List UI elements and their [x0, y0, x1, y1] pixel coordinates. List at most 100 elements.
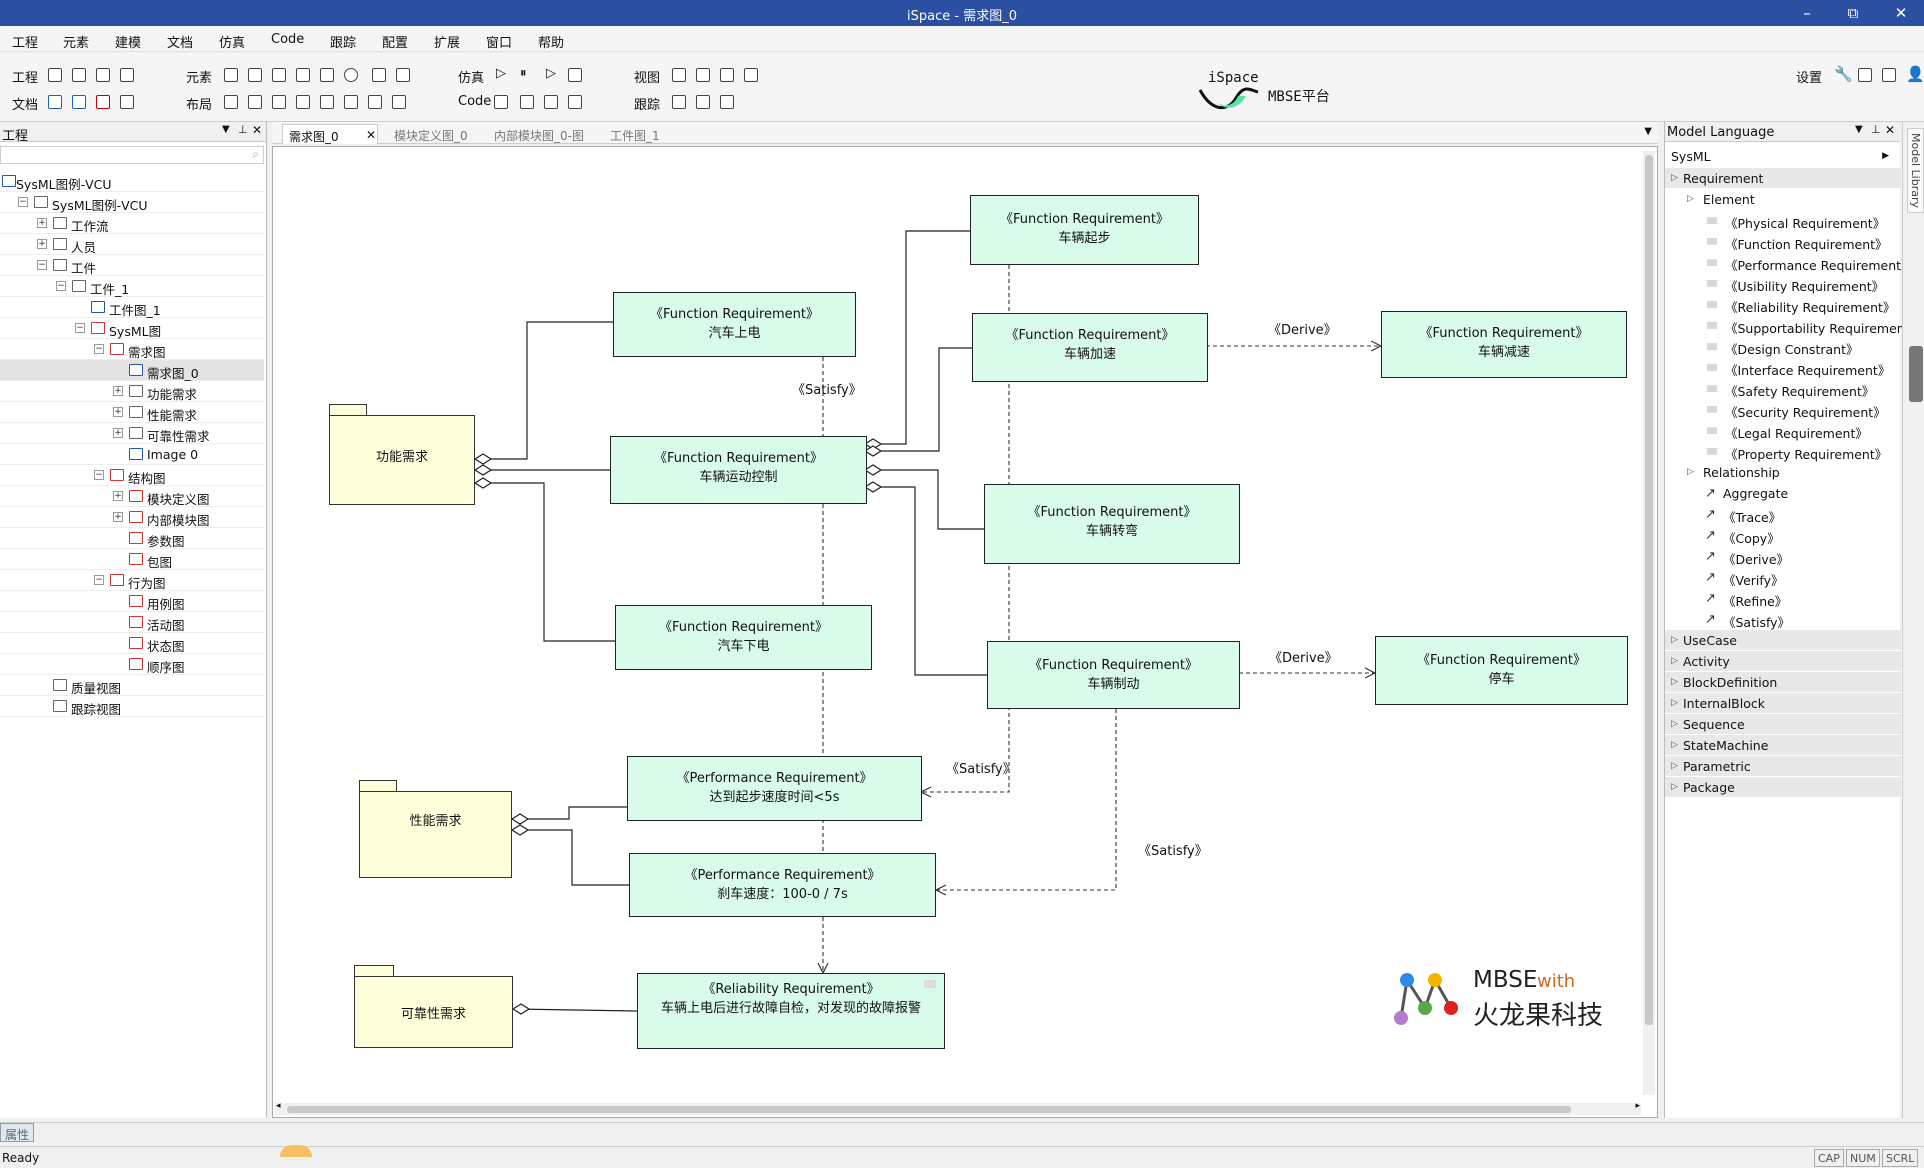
expand-triangle-icon[interactable]: ▷ — [1671, 761, 1678, 771]
section-item[interactable]: ▷InternalBlock — [1665, 693, 1901, 714]
pause-icon[interactable]: ⏸ — [520, 66, 527, 81]
palette-item[interactable]: 《Usibility Requirement》 — [1665, 273, 1901, 294]
tree-item[interactable]: 参数图 — [0, 528, 264, 549]
canvas-horizontal-scrollbar[interactable]: ◂ ▸ — [275, 1101, 1641, 1115]
expand-triangle-icon[interactable]: ▷ — [1671, 173, 1678, 183]
tree-item[interactable]: 跟踪视图 — [0, 696, 264, 717]
trace-matrix-icon[interactable] — [672, 95, 686, 109]
section-item[interactable]: ▷Sequence — [1665, 714, 1901, 735]
expand-triangle-icon[interactable]: ▷ — [1671, 782, 1678, 792]
tab-internal-block[interactable]: 内部模块图_0-图 — [494, 129, 584, 143]
settings-label[interactable]: 设置 — [1796, 71, 1823, 86]
req-tingche[interactable]: 《Function Requirement》 停车 — [1375, 636, 1628, 705]
tab-artifact-diagram[interactable]: 工件图_1 — [610, 129, 660, 143]
section-item[interactable]: ▷Package — [1665, 777, 1901, 798]
collapse-icon[interactable]: − — [37, 260, 47, 270]
menu-code[interactable]: Code — [271, 32, 305, 47]
menu-document[interactable]: 文档 — [167, 36, 194, 51]
layout-top-icon[interactable] — [296, 95, 310, 109]
palette-item[interactable]: 《Interface Requirement》 — [1665, 357, 1901, 378]
code-deploy-icon[interactable] — [568, 95, 582, 109]
tree-item[interactable]: −需求图 — [0, 339, 264, 360]
section-requirement[interactable]: ▷Requirement — [1665, 168, 1901, 189]
palette-item[interactable]: 《Function Requirement》 — [1665, 231, 1901, 252]
req-yundong[interactable]: 《Function Requirement》 车辆运动控制 — [610, 436, 867, 504]
word-doc-icon[interactable] — [48, 95, 62, 109]
layout-grid-icon[interactable] — [368, 95, 382, 109]
expand-icon[interactable] — [1882, 68, 1896, 82]
tree-item[interactable]: 状态图 — [0, 633, 264, 654]
group-relationship[interactable]: ▷Relationship — [1665, 462, 1901, 483]
palette-item[interactable]: 《Supportability Requirement》 — [1665, 315, 1922, 336]
layout-tree-icon[interactable] — [272, 95, 286, 109]
rp-pin-icon[interactable]: ⊥ — [1871, 123, 1881, 136]
req-qibu[interactable]: 《Function Requirement》 车辆起步 — [970, 195, 1199, 265]
tree-item[interactable]: 活动图 — [0, 612, 264, 633]
tree-item[interactable]: 包图 — [0, 549, 264, 570]
open-icon[interactable] — [72, 68, 86, 82]
view-hierarchy-icon[interactable] — [672, 68, 686, 82]
tree-item[interactable]: +可靠性需求 — [0, 423, 264, 444]
model-library-tab[interactable]: Model Library — [1907, 128, 1924, 213]
expand-icon[interactable]: + — [113, 512, 123, 522]
align-left-icon[interactable] — [224, 68, 238, 82]
expand-triangle-icon[interactable]: ▷ — [1687, 467, 1694, 477]
menu-config[interactable]: 配置 — [382, 36, 409, 51]
new-icon[interactable] — [48, 68, 62, 82]
req-qibusudu[interactable]: 《Performance Requirement》 达到起步速度时间<5s — [627, 756, 922, 821]
expand-icon[interactable]: + — [37, 239, 47, 249]
text-format-icon[interactable] — [320, 68, 334, 82]
property-tab[interactable]: 属性 — [0, 1123, 35, 1142]
view-doc-icon[interactable] — [720, 68, 734, 82]
tree-item[interactable]: 用例图 — [0, 591, 264, 612]
req-zhuanwan[interactable]: 《Function Requirement》 车辆转弯 — [984, 484, 1240, 564]
tab-close-icon[interactable]: ✕ — [366, 128, 377, 142]
package-func[interactable]: 功能需求 — [329, 415, 475, 505]
canvas-vertical-scrollbar[interactable] — [1643, 151, 1655, 1095]
user-icon[interactable]: 👤 — [1906, 65, 1924, 83]
section-item[interactable]: ▷Parametric — [1665, 756, 1901, 777]
align-center-icon[interactable] — [248, 68, 262, 82]
req-zhidong[interactable]: 《Function Requirement》 车辆制动 — [987, 641, 1240, 709]
req-guzhang[interactable]: 《Reliability Requirement》 车辆上电后进行故障自检，对发… — [637, 973, 945, 1049]
layout-distribute-icon[interactable] — [392, 95, 406, 109]
req-jiansu[interactable]: 《Function Requirement》 车辆减速 — [1381, 311, 1627, 378]
diagram-canvas[interactable]: 功能需求 性能需求 可靠性需求 《Function Requirement》 车… — [272, 146, 1658, 1118]
section-item[interactable]: ▷BlockDefinition — [1665, 672, 1901, 693]
layout-vertical-icon[interactable] — [248, 95, 262, 109]
package-perf[interactable]: 性能需求 — [359, 791, 512, 878]
menu-trace[interactable]: 跟踪 — [330, 36, 357, 51]
xml-doc-icon[interactable] — [120, 95, 134, 109]
expand-triangle-icon[interactable]: ▷ — [1671, 719, 1678, 729]
menu-element[interactable]: 元素 — [63, 36, 90, 51]
palette-relationship[interactable]: ↗《Trace》 — [1665, 504, 1901, 525]
palette-item[interactable]: 《Legal Requirement》 — [1665, 420, 1901, 441]
table-icon[interactable] — [296, 68, 310, 82]
code-gen-icon[interactable] — [494, 95, 508, 109]
lock-icon[interactable] — [396, 68, 410, 82]
expand-icon[interactable]: + — [113, 428, 123, 438]
expand-icon[interactable]: + — [113, 407, 123, 417]
tree-item[interactable]: −工件_1 — [0, 276, 264, 297]
monitor-icon[interactable] — [1858, 68, 1872, 82]
tree-item[interactable]: −SysML图例-VCU — [0, 192, 264, 213]
save-icon[interactable] — [96, 68, 110, 82]
group-element[interactable]: ▷Element — [1665, 189, 1901, 210]
tree-item[interactable]: −行为图 — [0, 570, 264, 591]
save-all-icon[interactable] — [120, 68, 134, 82]
tree-item[interactable]: +人员 — [0, 234, 264, 255]
tree-item[interactable]: +模块定义图 — [0, 486, 264, 507]
tree-item[interactable]: +功能需求 — [0, 381, 264, 402]
section-item[interactable]: ▷UseCase — [1665, 630, 1901, 651]
palette-relationship[interactable]: ↗Aggregate — [1665, 483, 1901, 504]
collapse-icon[interactable]: − — [18, 197, 28, 207]
expand-triangle-icon[interactable]: ▷ — [1671, 656, 1678, 666]
rp-close-icon[interactable]: ✕ — [1885, 123, 1896, 137]
tree-item[interactable]: Image 0 — [0, 444, 264, 465]
menu-window[interactable]: 窗口 — [486, 36, 513, 51]
minimize-button[interactable]: – — [1803, 4, 1811, 22]
collapse-icon[interactable]: − — [94, 470, 104, 480]
palette-item[interactable]: 《Reliability Requirement》 — [1665, 294, 1901, 315]
tree-item[interactable]: 顺序图 — [0, 654, 264, 675]
tree-item[interactable]: +性能需求 — [0, 402, 264, 423]
